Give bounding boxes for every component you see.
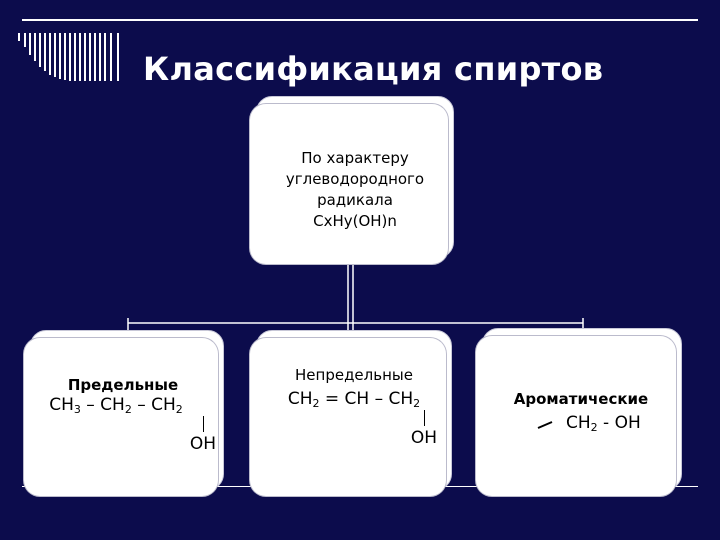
node-unsaturated: Непредельные CH2 = CH – CH2 OH — [250, 330, 452, 496]
stripe — [34, 33, 36, 61]
root-line-2: углеводородного — [285, 170, 425, 188]
stripe — [94, 33, 96, 81]
stripe — [49, 33, 51, 75]
node-aromatic-formula: CH2 - OH — [566, 413, 641, 434]
stripe — [44, 33, 46, 71]
stripe — [54, 33, 56, 77]
root-node: По характеру углеводородного радикала Cx… — [250, 96, 454, 264]
stripe — [39, 33, 41, 67]
bond-line — [423, 410, 425, 426]
top-rule — [22, 19, 698, 21]
root-line-3: радикала — [317, 191, 393, 209]
node-unsaturated-oh: OH — [410, 428, 438, 448]
stripe — [69, 33, 71, 81]
stripe — [64, 33, 66, 80]
slide-title: Классификация спиртов — [143, 50, 604, 88]
stripe — [117, 33, 119, 81]
stripe — [24, 33, 26, 47]
root-line-1: По характеру — [301, 149, 409, 167]
stripe — [74, 33, 76, 81]
stripe — [110, 33, 112, 81]
bond-line — [202, 416, 204, 432]
stripe — [89, 33, 91, 81]
stripe — [59, 33, 61, 79]
stripe — [104, 33, 106, 81]
root-line-4: CxHy(OH)n — [313, 212, 397, 230]
node-saturated-formula: CH3 – CH2 – CH2 — [49, 395, 183, 416]
node-saturated-oh: OH — [189, 434, 217, 454]
bond-to-ring — [537, 421, 553, 429]
stripe — [79, 33, 81, 81]
node-unsaturated-label: Непредельные — [295, 366, 413, 384]
stripe — [99, 33, 101, 81]
node-saturated-label: Предельные — [67, 376, 179, 394]
node-unsaturated-formula: CH2 = CH – CH2 — [287, 389, 421, 410]
stripe — [84, 33, 86, 81]
stripe — [18, 33, 20, 41]
node-aromatic-label: Ароматические — [513, 390, 649, 408]
node-aromatic: Ароматические CH2 - OH — [476, 328, 682, 496]
stripe — [29, 33, 31, 55]
root-node-text: По характеру углеводородного радикала Cx… — [256, 148, 454, 264]
node-saturated: Предельные CH3 – CH2 – CH2 OH — [24, 330, 224, 496]
decorative-stripes — [18, 33, 138, 85]
